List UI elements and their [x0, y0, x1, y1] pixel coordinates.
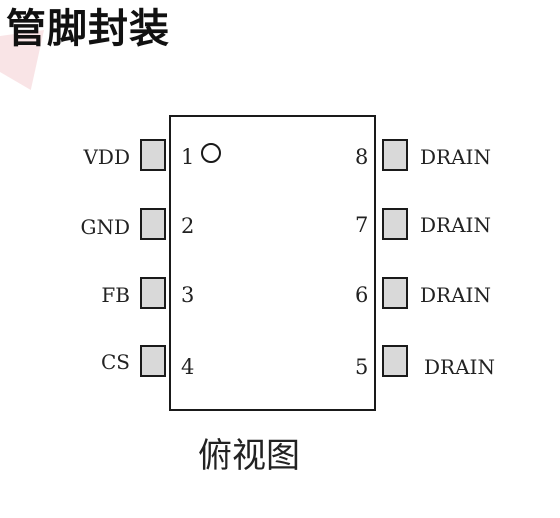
- pin-4-pad: [140, 345, 166, 377]
- pin-4-label: CS: [100, 350, 130, 374]
- pin-8-number: 8: [355, 145, 369, 169]
- pin-4-number: 4: [181, 355, 195, 379]
- ic-package-body: [169, 115, 376, 411]
- pin-3-number: 3: [181, 283, 195, 307]
- pin1-indicator-dot: [201, 143, 221, 163]
- pin-5-label: DRAIN: [424, 355, 495, 379]
- pin-2-pad: [140, 208, 166, 240]
- pin-7-number: 7: [355, 213, 369, 237]
- view-caption: 俯视图: [198, 436, 300, 476]
- pin-2-label: GND: [80, 215, 130, 239]
- pin-1-number: 1: [181, 145, 195, 169]
- pin-3-pad: [140, 277, 166, 309]
- pin-3-label: FB: [101, 283, 130, 307]
- pin-6-number: 6: [355, 283, 369, 307]
- pin-1-label: VDD: [83, 145, 130, 169]
- pin-1-pad: [140, 139, 166, 171]
- pin-6-pad: [382, 277, 408, 309]
- pin-8-label: DRAIN: [420, 145, 491, 169]
- pin-7-label: DRAIN: [420, 213, 491, 237]
- pin-2-number: 2: [181, 214, 195, 238]
- pin-7-pad: [382, 208, 408, 240]
- pin-6-label: DRAIN: [420, 283, 491, 307]
- page-title: 管脚封装: [6, 6, 170, 52]
- pin-8-pad: [382, 139, 408, 171]
- pin-5-number: 5: [355, 355, 369, 379]
- pin-5-pad: [382, 345, 408, 377]
